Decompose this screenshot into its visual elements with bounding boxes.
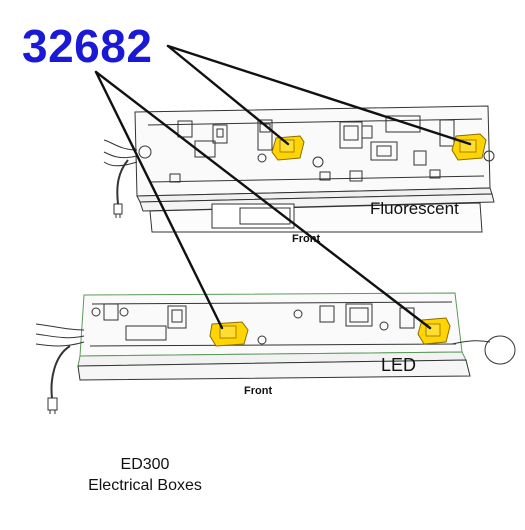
part-number-title: 32682 — [22, 20, 153, 72]
fluorescent-label: Fluorescent — [370, 199, 459, 218]
callout-line-led-right — [94, 70, 432, 330]
fluorescent-highlight-right — [451, 133, 487, 161]
led-front-label: Front — [244, 385, 273, 397]
fluorescent-highlight-left — [271, 135, 305, 161]
callout-line-fluorescent-right — [166, 44, 472, 146]
led-box — [35, 292, 516, 414]
caption-description: Electrical Boxes — [88, 477, 202, 494]
caption: ED300 Electrical Boxes — [60, 454, 230, 496]
led-label: LED — [381, 355, 417, 375]
callout-line-fluorescent-left — [166, 44, 290, 146]
fluorescent-front-label: Front — [292, 233, 321, 245]
fluorescent-box — [103, 105, 495, 233]
callout-line-led-left — [94, 70, 224, 330]
caption-model: ED300 — [120, 456, 170, 473]
led-highlight-left — [209, 321, 249, 347]
callout-lines — [94, 44, 472, 330]
